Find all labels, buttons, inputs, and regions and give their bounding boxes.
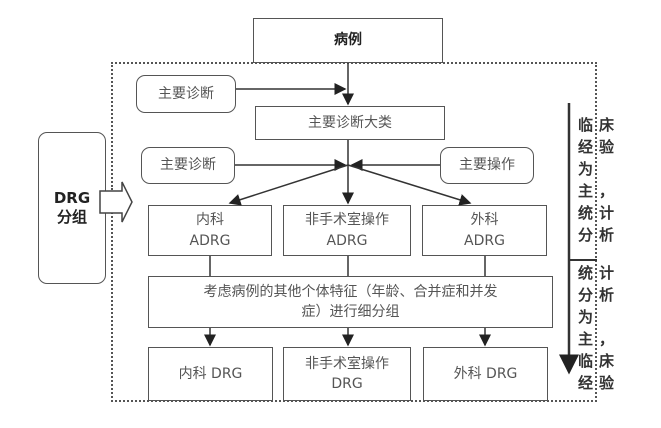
side-text-row: 分析 <box>578 286 621 304</box>
adrg-title: 外科 <box>470 212 499 229</box>
mdc-box: 主要诊断大类 <box>255 106 445 140</box>
main-diagnosis-label: 主要诊断 <box>158 85 214 102</box>
drg-code: DRG <box>331 376 363 392</box>
drg-title: 外科 DRG <box>453 365 518 382</box>
side-text-row: 临床 <box>578 352 621 370</box>
drg-label: DRG <box>53 188 91 207</box>
refine-text-line2: 症）进行细分组 <box>301 304 400 320</box>
adrg-title: 非手术室操作 <box>305 212 389 229</box>
adrg-title: 内科 <box>196 212 224 229</box>
main-operation-label: 主要操作 <box>459 157 515 174</box>
adrg-code: ADRG <box>464 232 505 249</box>
case-label: 病例 <box>334 32 362 49</box>
main-diagnosis-box-1: 主要诊断 <box>136 75 236 113</box>
side-text-row: 经验 <box>578 138 621 156</box>
drg-title: 内科 DRG <box>178 365 243 382</box>
drg-grouping-box: DRG 分组 <box>38 132 106 284</box>
adrg-code: ADRG <box>189 232 231 249</box>
to-surgery-arrow <box>347 164 472 206</box>
side-text-row: 为 <box>578 308 600 326</box>
side-text-row: 分析 <box>578 226 621 244</box>
grouping-label: 分组 <box>56 208 87 226</box>
drg-title: 非手术室操作 <box>305 355 389 372</box>
case-box: 病例 <box>253 18 443 63</box>
adrg-surgery-box: 外科 ADRG <box>422 205 547 256</box>
adrg-internal-medicine-box: 内科 ADRG <box>148 205 272 256</box>
drg-surgery-box: 外科 DRG <box>423 347 548 401</box>
side-text-row: 经验 <box>578 374 621 392</box>
main-diagnosis-label: 主要诊断 <box>160 157 216 174</box>
side-text-row: 统计 <box>578 264 621 282</box>
mdc-label: 主要诊断大类 <box>308 114 392 131</box>
side-text-row: 临床 <box>578 116 621 134</box>
drg-process-frame-lower <box>111 188 597 402</box>
main-diagnosis-box-2: 主要诊断 <box>141 147 235 184</box>
side-text-row: 为 <box>578 160 600 178</box>
side-text-upper: 临床 经验 为 主， 统计 分析 <box>578 114 628 246</box>
side-text-lower: 统计 分析 为 主， 临床 经验 <box>578 262 628 394</box>
to-internal-medicine-arrow <box>228 164 349 206</box>
main-operation-box: 主要操作 <box>440 147 534 184</box>
refine-text-line1: 考虑病例的其他个体特征（年龄、合并症和并发 <box>203 283 498 300</box>
block-arrow-icon <box>99 181 133 223</box>
side-text-row: 主， <box>578 182 621 200</box>
adrg-code: ADRG <box>326 232 368 249</box>
side-text-row: 统计 <box>578 204 621 222</box>
drg-non-or-procedure-box: 非手术室操作 DRG <box>283 347 411 401</box>
side-text-row: 主， <box>578 330 621 348</box>
drg-internal-medicine-box: 内科 DRG <box>148 347 273 401</box>
adrg-non-or-procedure-box: 非手术室操作 ADRG <box>283 205 411 256</box>
drg-process-frame <box>111 62 597 190</box>
refine-grouping-box: 考虑病例的其他个体特征（年龄、合并症和并发 症）进行细分组 <box>148 276 553 328</box>
